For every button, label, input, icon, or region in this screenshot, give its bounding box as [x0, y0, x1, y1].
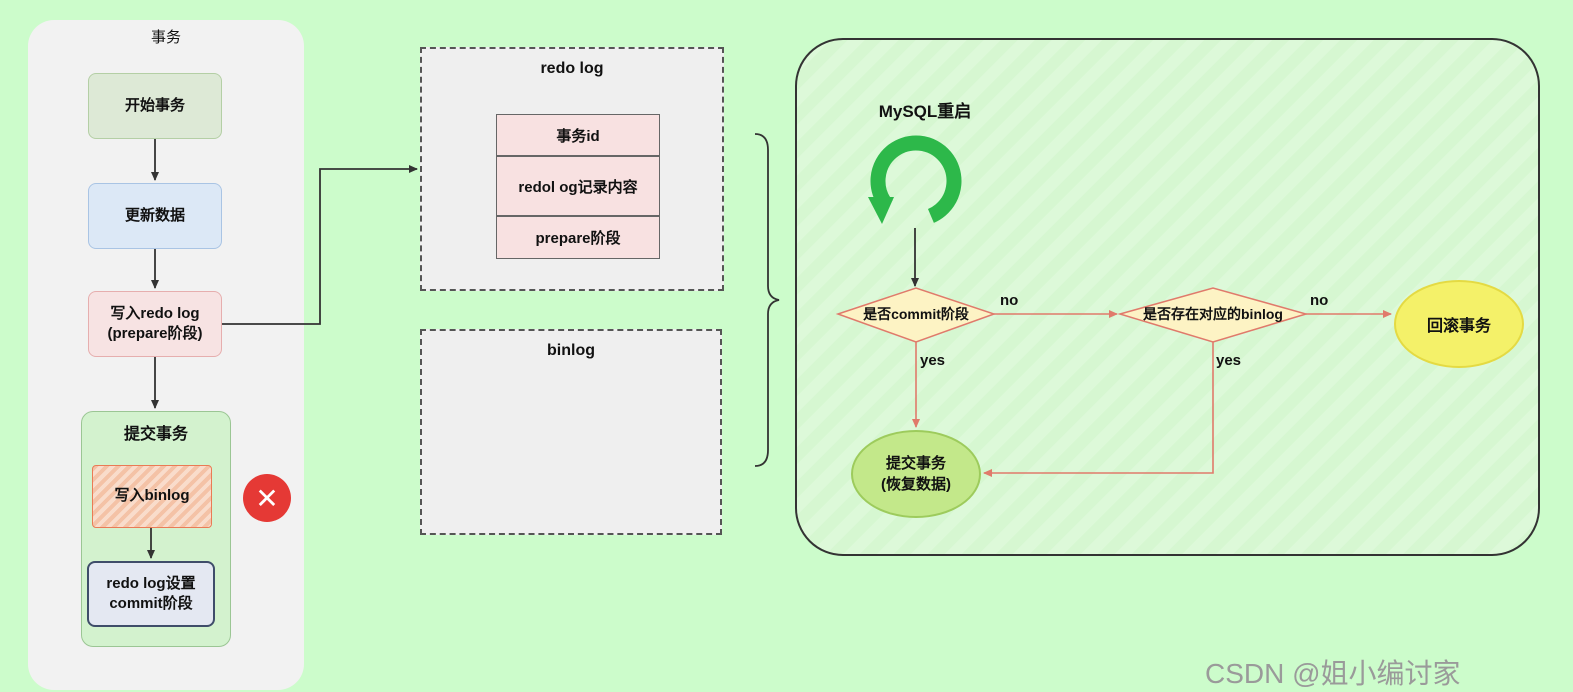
- binlog-panel: [420, 329, 722, 535]
- write-redo-log-node: 写入redo log (prepare阶段): [88, 291, 222, 357]
- grouping-brace: [754, 133, 780, 467]
- commit-group-title: 提交事务: [123, 426, 188, 443]
- redo-log-commit-node: redo log设置 commit阶段: [87, 561, 215, 627]
- redo-log-row: prepare阶段: [496, 216, 660, 259]
- update-data-node: 更新数据: [88, 183, 222, 249]
- restart-arrow-icon: [868, 135, 962, 227]
- rollback-transaction-node: 回滚事务: [1394, 280, 1524, 368]
- start-transaction-node: 开始事务: [88, 73, 222, 139]
- redo-log-row: redol og记录内容: [496, 156, 660, 216]
- error-x-icon: ✕: [243, 474, 291, 522]
- decision1-label: 是否commit阶段: [863, 306, 969, 322]
- watermark: CSDN @姐小编讨家: [1205, 658, 1461, 689]
- write-redo-log-line2: (prepare阶段): [107, 325, 203, 342]
- mysql-restart-title: MySQL重启: [878, 101, 972, 121]
- decision2-label: 是否存在对应的binlog: [1143, 306, 1283, 322]
- commit-recover-node: 提交事务 (恢复数据): [851, 430, 981, 518]
- redo-commit-line2: commit阶段: [109, 595, 193, 612]
- arrow-decision2-yes: [983, 342, 1214, 477]
- diagram-connectors: [147, 133, 1392, 559]
- redo-commit-line1: redo log设置: [106, 574, 196, 592]
- decision1-no-label: no: [1000, 292, 1019, 309]
- redo-log-title: redo log: [540, 60, 604, 77]
- redo-log-row: 事务id: [496, 114, 660, 156]
- transaction-panel-title: 事务: [150, 28, 181, 46]
- write-redo-log-line1: 写入redo log: [110, 304, 200, 322]
- recover-line1: 提交事务: [885, 455, 946, 472]
- decision1-yes-label: yes: [920, 352, 946, 369]
- arrow-to-redo-log-panel: [222, 165, 418, 325]
- binlog-title: binlog: [547, 342, 595, 359]
- decision2-no-label: no: [1310, 292, 1329, 309]
- decision2-yes-label: yes: [1216, 352, 1242, 369]
- recover-line2: (恢复数据): [881, 476, 951, 493]
- write-binlog-node: 写入binlog: [92, 465, 212, 528]
